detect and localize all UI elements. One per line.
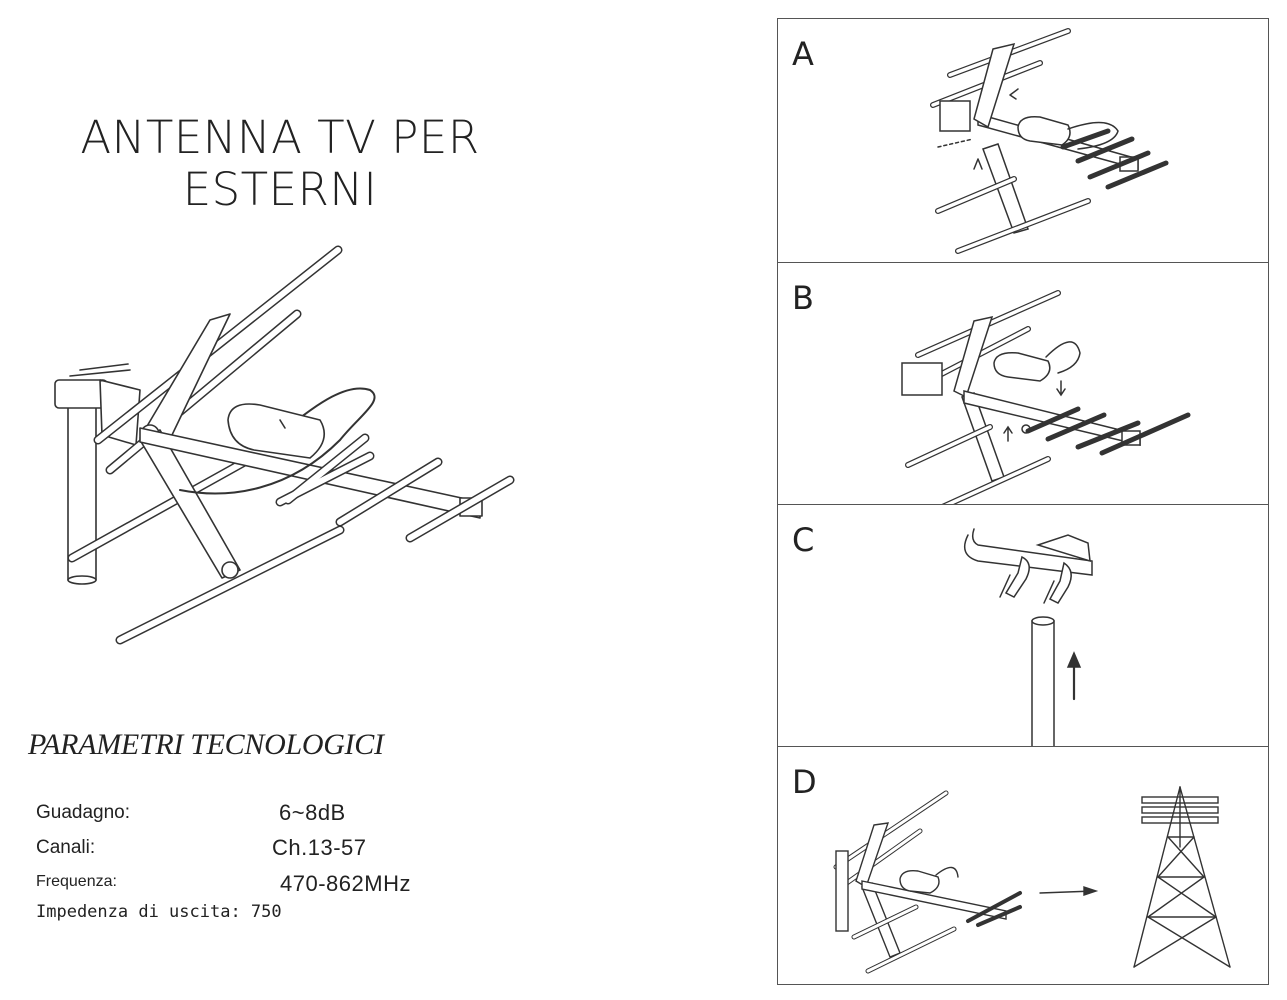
param-value: Ch.13-57: [272, 835, 367, 860]
step-panel-d: D: [778, 746, 1268, 986]
step-panel-a: A: [778, 19, 1268, 262]
param-value: 6~8dB: [279, 800, 346, 825]
step-letter: D: [792, 763, 817, 801]
title-line-2: ESTERNI: [182, 163, 378, 216]
param-label: Frequenza:: [36, 873, 117, 890]
antenna-illustration: [54, 245, 515, 645]
step-letter: B: [792, 279, 814, 317]
step-letter: C: [792, 521, 815, 559]
param-row-impedance: Impedenza di uscita: 750: [36, 902, 282, 922]
transmission-tower: [1133, 786, 1231, 968]
step-c-illustration: [963, 528, 1093, 747]
params-heading: PARAMETRI TECNOLOGICI: [28, 728, 384, 761]
param-label: Canali:: [36, 837, 96, 858]
step-a-illustration: [930, 28, 1169, 254]
page-title: ANTENNA TV PER ESTERNI: [60, 112, 500, 216]
title-line-1: ANTENNA TV PER: [80, 111, 480, 164]
step-panel-c: C: [778, 504, 1268, 747]
amplifier-box: [227, 403, 326, 459]
step-d-illustration: [833, 786, 1231, 974]
param-value: 470-862MHz: [280, 871, 411, 896]
reflector-loop: [179, 387, 376, 495]
param-label: Guadagno:: [36, 802, 131, 823]
step-b-illustration: [901, 290, 1191, 505]
step-panel-b: B: [778, 262, 1268, 505]
bottom-elements: [67, 455, 345, 645]
top-elements: [93, 245, 343, 475]
installation-steps: A B: [777, 18, 1269, 985]
step-letter: A: [792, 35, 814, 73]
